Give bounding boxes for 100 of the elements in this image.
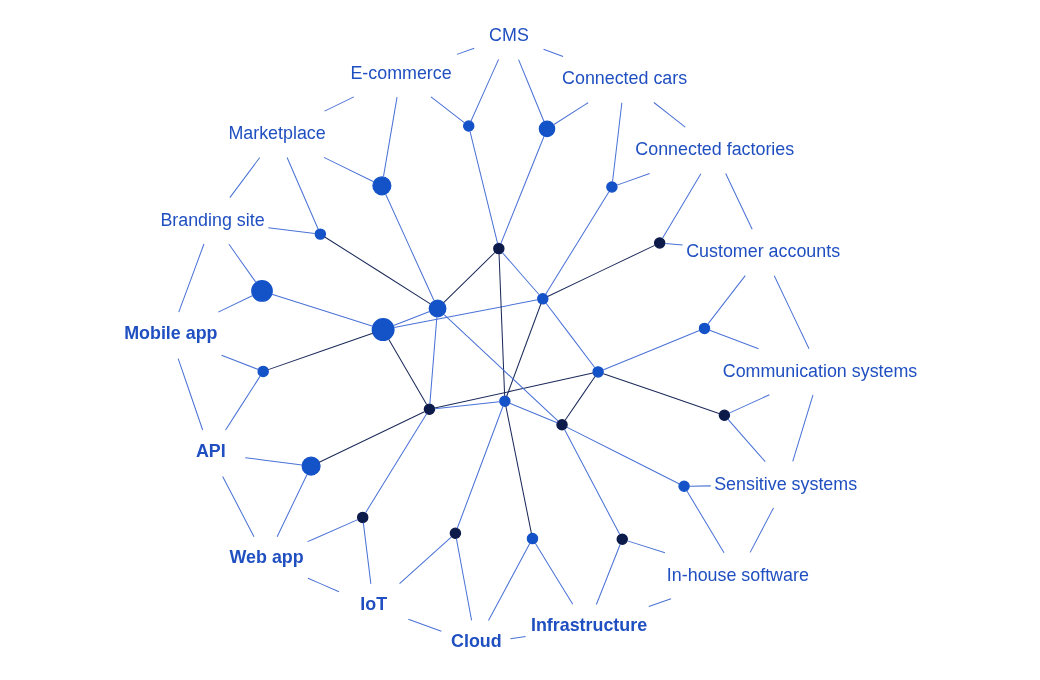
node-text: Sensitive systems	[714, 473, 858, 494]
connector	[688, 485, 712, 487]
connector	[456, 405, 504, 529]
node-circle	[538, 120, 556, 138]
node-circle	[499, 395, 511, 407]
node-circle	[493, 242, 505, 255]
connector	[443, 314, 559, 422]
connector	[455, 538, 473, 621]
node-circle	[653, 237, 666, 249]
node-text: Connected cars	[562, 68, 688, 89]
connector	[434, 372, 594, 409]
connector	[429, 316, 438, 405]
connector	[267, 227, 316, 234]
connector	[393, 311, 431, 326]
node-text: IoT	[360, 594, 388, 615]
connector	[518, 59, 545, 122]
connector	[228, 243, 257, 284]
connector	[773, 275, 810, 350]
node-text: Mobile app	[124, 322, 218, 343]
node-circle	[251, 280, 273, 302]
connector	[547, 244, 656, 298]
connector	[318, 411, 425, 463]
connector	[709, 329, 760, 350]
node-circle	[606, 181, 618, 193]
connector	[271, 293, 374, 327]
connector	[707, 275, 746, 325]
connector	[506, 303, 542, 397]
connector	[534, 542, 574, 605]
connector	[488, 542, 531, 621]
connector	[388, 338, 428, 406]
connector	[323, 156, 375, 183]
connector	[602, 373, 720, 414]
node-circle	[698, 322, 711, 335]
connector	[286, 156, 319, 230]
node-circle	[428, 299, 447, 318]
connector	[407, 618, 442, 632]
node-circle	[314, 228, 327, 240]
connector	[501, 252, 540, 295]
connector	[545, 302, 596, 369]
node-text: Customer accounts	[686, 241, 841, 262]
connector	[221, 354, 259, 371]
connector	[566, 426, 680, 485]
node-circle	[356, 511, 369, 524]
connector	[564, 375, 596, 421]
node-text: Infrastructure	[530, 615, 648, 636]
node-circle	[463, 120, 475, 132]
connector	[178, 243, 205, 313]
connector	[267, 332, 374, 371]
connector	[728, 394, 770, 414]
connector	[434, 401, 500, 410]
connector	[543, 48, 564, 57]
connector	[229, 157, 261, 199]
node-text: E-commerce	[350, 62, 452, 83]
connector	[616, 173, 651, 186]
connector	[469, 130, 499, 244]
connector	[456, 47, 475, 55]
connector	[177, 358, 204, 431]
connector	[749, 507, 775, 553]
connector	[324, 236, 431, 305]
node-circle	[556, 419, 568, 431]
connector	[393, 299, 539, 328]
connector	[725, 172, 753, 230]
connector	[443, 251, 496, 303]
connector	[365, 413, 428, 514]
connector	[324, 96, 355, 112]
connector	[564, 429, 621, 535]
connector	[664, 242, 684, 246]
connector	[727, 418, 766, 463]
connector	[553, 102, 589, 126]
connector	[382, 96, 398, 178]
connector	[509, 402, 558, 424]
connector	[222, 475, 255, 538]
connector	[627, 540, 666, 554]
connector	[686, 490, 725, 554]
node-circle	[449, 527, 462, 540]
node-circle	[301, 456, 321, 476]
connector	[648, 598, 672, 607]
node-circle	[616, 533, 628, 545]
connector	[276, 474, 308, 538]
node-circle	[257, 365, 269, 378]
connector	[792, 394, 814, 462]
connector	[470, 58, 500, 122]
node-text: Cloud	[451, 631, 502, 652]
node-text: API	[195, 440, 226, 461]
connector	[385, 193, 435, 301]
node-circle	[372, 176, 392, 196]
node-text: In-house software	[666, 564, 809, 585]
connector	[595, 543, 621, 605]
node-text: Web app	[229, 547, 304, 568]
connector	[244, 457, 303, 466]
connector	[498, 253, 506, 397]
connector	[662, 173, 702, 239]
node-text: Connected factories	[635, 139, 795, 160]
connector	[430, 96, 466, 124]
connector	[225, 375, 261, 431]
connector	[510, 636, 527, 640]
node-text: Communication systems	[722, 360, 918, 381]
connector	[545, 191, 610, 295]
connector	[307, 519, 359, 543]
node-text: Branding site	[160, 209, 265, 230]
